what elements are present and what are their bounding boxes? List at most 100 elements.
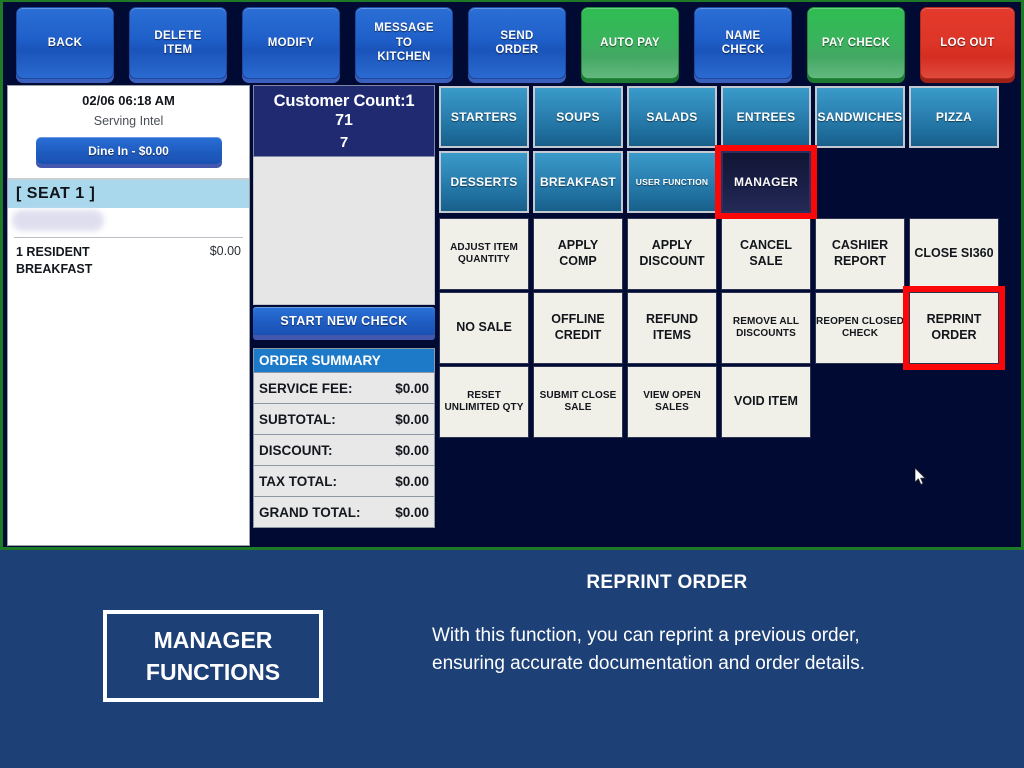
manager-function-label: RESET UNLIMITED QTY xyxy=(444,389,524,414)
category-button-label: MANAGER xyxy=(733,175,799,189)
middle-column: Customer Count:1 71 7 START NEW CHECK OR… xyxy=(253,85,435,546)
toolbar-button-label: LOG OUT xyxy=(940,36,995,49)
manager-function-no-sale[interactable]: NO SALE xyxy=(439,292,529,364)
manager-function-view-open-sales[interactable]: VIEW OPEN SALES xyxy=(627,366,717,438)
category-button-starters[interactable]: STARTERS xyxy=(439,86,529,148)
manager-function-label: NO SALE xyxy=(456,320,512,335)
toolbar-button-label: BACK xyxy=(47,36,83,49)
manager-function-label: OFFLINE CREDIT xyxy=(551,312,605,342)
manager-function-offline-credit[interactable]: OFFLINE CREDIT xyxy=(533,292,623,364)
caption-body: With this function, you can reprint a pr… xyxy=(432,625,866,674)
order-summary-row-value: $0.00 xyxy=(395,504,429,520)
mouse-cursor-icon xyxy=(915,468,926,485)
category-button-label: USER FUNCTION xyxy=(635,177,709,187)
manager-function-label: APPLY COMP xyxy=(557,238,599,268)
check-item-list: 1 RESIDENT BREAKFAST$0.00 xyxy=(8,238,249,278)
toolbar-button-back[interactable]: BACK xyxy=(16,7,114,79)
start-new-check-button[interactable]: START NEW CHECK xyxy=(253,307,435,335)
manager-function-label: CLOSE SI360 xyxy=(914,246,994,261)
order-summary-row: SERVICE FEE: $0.00 xyxy=(253,373,435,404)
category-button-entrees[interactable]: ENTREES xyxy=(721,86,811,148)
manager-function-refund-items[interactable]: REFUND ITEMS xyxy=(627,292,717,364)
toolbar-button-label: MODIFY xyxy=(267,36,315,49)
category-button-label: SALADS xyxy=(646,110,698,124)
toolbar-button-label: PAY CHECK xyxy=(821,36,891,49)
category-button-salads[interactable]: SALADS xyxy=(627,86,717,148)
manager-function-apply-comp[interactable]: APPLY COMP xyxy=(533,218,623,290)
manager-function-reprint-order[interactable]: REPRINT ORDER xyxy=(903,286,1005,370)
manager-function-reset-unlimited-qty[interactable]: RESET UNLIMITED QTY xyxy=(439,366,529,438)
category-button-label: SANDWICHES xyxy=(817,110,903,124)
order-summary-row-value: $0.00 xyxy=(395,411,429,427)
category-button-breakfast[interactable]: BREAKFAST xyxy=(533,151,623,213)
order-summary-row: TAX TOTAL:$0.00 xyxy=(253,466,435,497)
toolbar-button-name-check[interactable]: NAME CHECK xyxy=(694,7,792,79)
manager-function-apply-discount[interactable]: APPLY DISCOUNT xyxy=(627,218,717,290)
toolbar-button-label: DELETE ITEM xyxy=(154,29,202,56)
manager-function-label: CASHIER REPORT xyxy=(831,238,889,268)
order-summary-row-value: $0.00 xyxy=(395,380,429,396)
toolbar-button-pay-check[interactable]: PAY CHECK xyxy=(807,7,905,79)
category-button-label: DESSERTS xyxy=(450,175,518,189)
toolbar-button-label: AUTO PAY xyxy=(600,36,660,49)
category-button-sandwiches[interactable]: SANDWICHES xyxy=(815,86,905,148)
manager-function-label: ADJUST ITEM QUANTITY xyxy=(450,241,518,266)
category-button-pizza[interactable]: PIZZA xyxy=(909,86,999,148)
order-summary-row: DISCOUNT: $0.00 xyxy=(253,435,435,466)
category-button-soups[interactable]: SOUPS xyxy=(533,86,623,148)
category-button-label: SOUPS xyxy=(556,110,600,124)
dine-in-button[interactable]: Dine In - $0.00 xyxy=(35,137,222,164)
manager-function-adjust-item-quantity[interactable]: ADJUST ITEM QUANTITY xyxy=(439,218,529,290)
category-button-manager[interactable]: MANAGER xyxy=(715,145,817,219)
manager-function-label: REMOVE ALL DISCOUNTS xyxy=(732,315,800,340)
order-summary-row-value: $0.00 xyxy=(395,473,429,489)
manager-function-label: APPLY DISCOUNT xyxy=(639,238,705,268)
toolbar-button-auto-pay[interactable]: AUTO PAY xyxy=(581,7,679,79)
manager-function-remove-all-discounts[interactable]: REMOVE ALL DISCOUNTS xyxy=(721,292,811,364)
manager-function-void-item[interactable]: VOID ITEM xyxy=(721,366,811,438)
order-summary-row: SUBTOTAL: $0.00 xyxy=(253,404,435,435)
redacted-blur-blob xyxy=(12,210,104,231)
category-button-label: BREAKFAST xyxy=(539,175,617,189)
manager-function-submit-close-sale[interactable]: SUBMIT CLOSE SALE xyxy=(533,366,623,438)
customer-count-line3: 7 xyxy=(339,134,349,151)
manager-function-cancel-sale[interactable]: CANCEL SALE xyxy=(721,218,811,290)
check-line-item[interactable]: 1 RESIDENT BREAKFAST$0.00 xyxy=(8,238,249,278)
customer-count-line1: Customer Count:1 xyxy=(273,92,415,110)
manager-function-reopen-closed-check[interactable]: REOPEN CLOSED CHECK xyxy=(815,292,905,364)
check-line-item-price: $0.00 xyxy=(209,244,241,258)
manager-function-label: REPRINT ORDER xyxy=(926,312,982,342)
toolbar-button-send-order[interactable]: SEND ORDER xyxy=(468,7,566,79)
customer-count-panel: Customer Count:1 71 7 xyxy=(253,85,435,157)
toolbar-button-log-out[interactable]: LOG OUT xyxy=(920,7,1015,79)
order-summary-row-label: DISCOUNT: xyxy=(259,442,333,458)
category-button-user-function[interactable]: USER FUNCTION xyxy=(627,151,717,213)
manager-function-close-si360[interactable]: CLOSE SI360 xyxy=(909,218,999,290)
manager-function-label: SUBMIT CLOSE SALE xyxy=(539,389,617,414)
order-summary-row-label: SERVICE FEE: xyxy=(259,380,353,396)
order-summary-header: ORDER SUMMARY xyxy=(253,348,435,373)
check-panel: 02/06 06:18 AM Serving Intel Dine In - $… xyxy=(7,85,250,546)
manager-function-label: VIEW OPEN SALES xyxy=(643,389,701,414)
category-button-desserts[interactable]: DESSERTS xyxy=(439,151,529,213)
toolbar-button-label: NAME CHECK xyxy=(721,29,765,56)
caption-title: REPRINT ORDER xyxy=(586,572,748,593)
toolbar-button-modify[interactable]: MODIFY xyxy=(242,7,340,79)
order-summary-row-label: SUBTOTAL: xyxy=(259,411,336,427)
seat-header-row[interactable]: [ SEAT 1 ] xyxy=(8,178,249,208)
toolbar-button-delete-item[interactable]: DELETE ITEM xyxy=(129,7,227,79)
category-button-label: STARTERS xyxy=(450,110,518,124)
manager-function-cashier-report[interactable]: CASHIER REPORT xyxy=(815,218,905,290)
check-item-separator xyxy=(14,237,243,238)
toolbar-button-message-to-kitchen[interactable]: MESSAGE TO KITCHEN xyxy=(355,7,453,79)
order-summary-row-value: $0.00 xyxy=(395,442,429,458)
order-summary-row: GRAND TOTAL:$0.00 xyxy=(253,497,435,528)
caption-band: MANAGER FUNCTIONS REPRINT ORDER With thi… xyxy=(0,550,1024,768)
check-datetime: 02/06 06:18 AM xyxy=(82,93,175,108)
manager-function-label: CANCEL SALE xyxy=(739,238,793,268)
category-button-label: ENTREES xyxy=(736,110,796,124)
manager-function-label: REOPEN CLOSED CHECK xyxy=(816,315,904,340)
